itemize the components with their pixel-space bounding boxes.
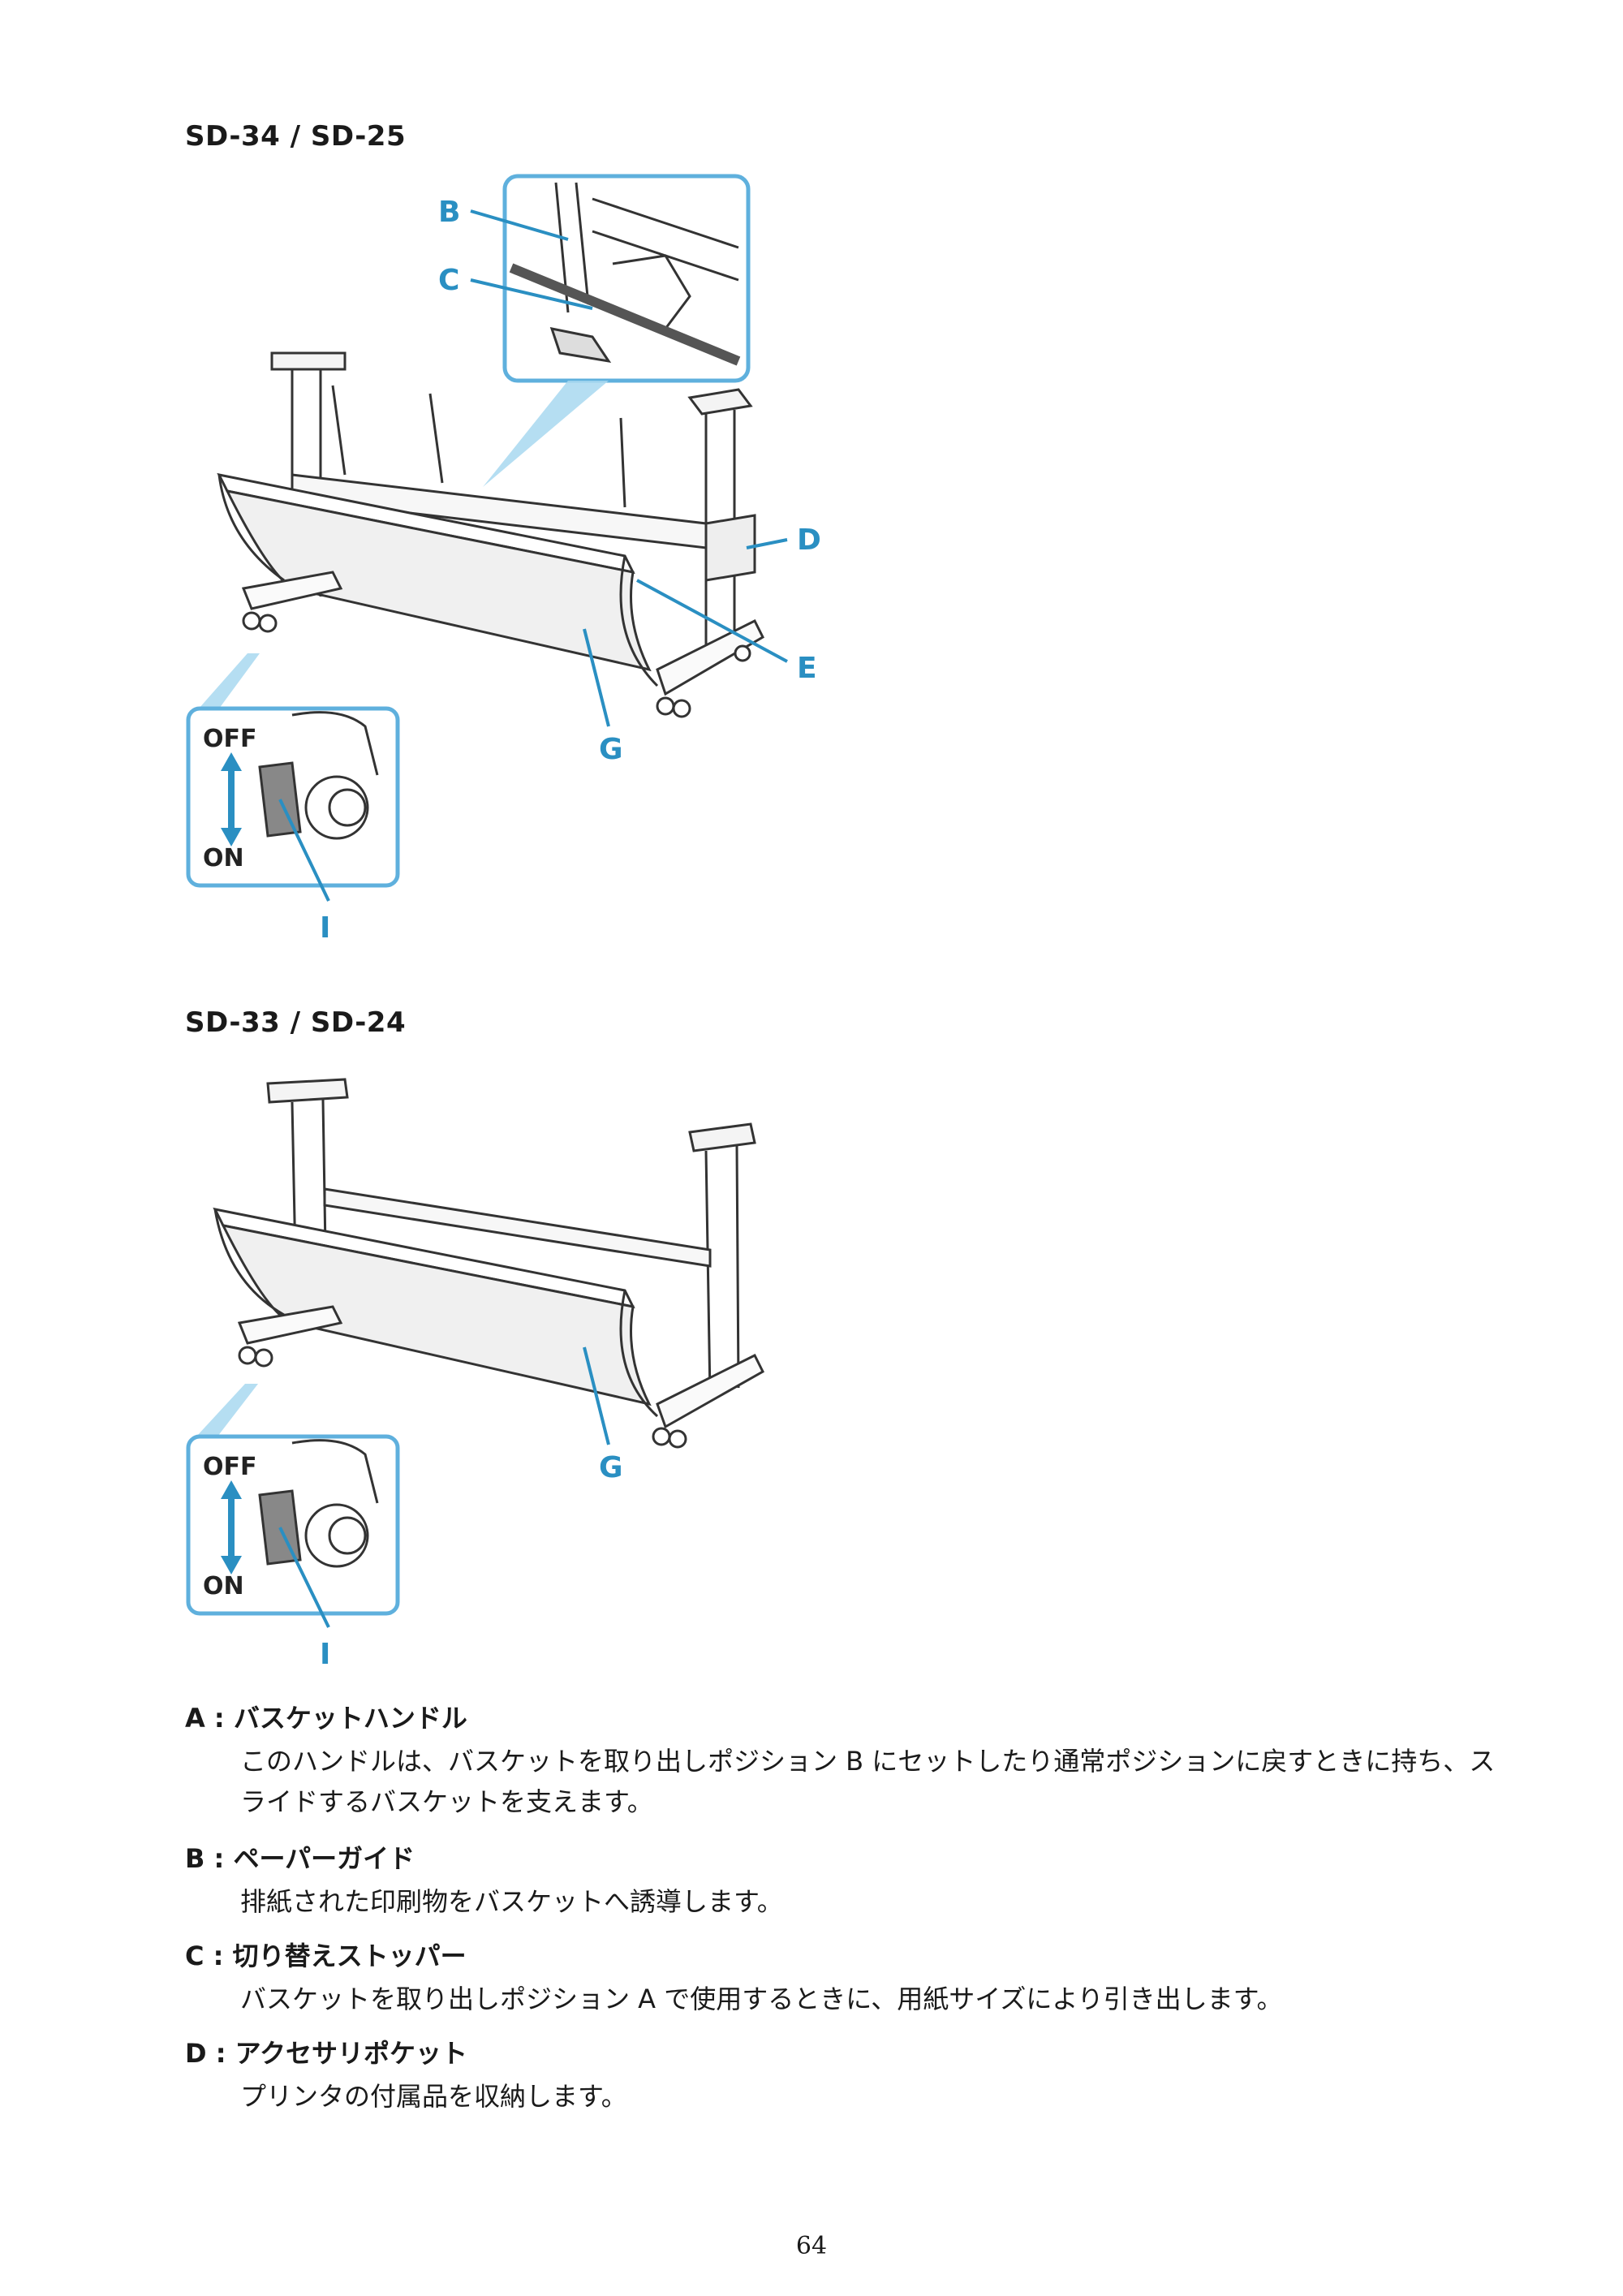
section-title-sd34-sd25: SD-34 / SD-25 [185,120,407,153]
arrow-down-icon-2 [221,1556,242,1574]
part-c: C : 切り替えストッパー バスケットを取り出しポジション A で使用するときに… [185,1938,1500,2019]
callout-d: D [797,523,821,557]
part-d-description: プリンタの付属品を収納します。 [240,2081,627,2112]
arrow-up-icon [221,752,242,771]
arrow-down-icon [221,828,242,846]
part-d: D : アクセサリポケット プリンタの付属品を収納します。 [185,2035,1500,2117]
part-c-description: バスケットを取り出しポジション A で使用するときに、用紙サイズにより引き出しま… [240,1984,1283,2014]
part-c-heading: C : 切り替えストッパー [185,1941,467,1971]
callout-g: G [599,733,623,766]
part-a: A : バスケットハンドル このハンドルは、バスケットを取り出しポジション B … [185,1700,1500,1822]
zoom-inset-paper-guide [502,174,751,383]
switch-on-label-2: ON [203,1572,244,1600]
caster-zoom-pointer [199,653,260,709]
callout-i: I [320,911,330,945]
part-b-description: 排紙された印刷物をバスケットへ誘導します。 [240,1886,783,1917]
page-number: 64 [795,2232,828,2260]
part-d-heading: D : アクセサリポケット [185,2038,468,2069]
stand-illustration-sd34-sd25: B C D E G [186,174,821,945]
section-title-sd33-sd24: SD-33 / SD-24 [185,1006,407,1039]
callout-c: C [438,264,459,297]
part-b: B : ペーパーガイド 排紙された印刷物をバスケットへ誘導します。 [185,1841,1500,1922]
caster-zoom-pointer-2 [196,1384,258,1437]
part-a-heading: A : バスケットハンドル [185,1703,467,1734]
switch-off-label: OFF [203,725,257,753]
switch-on-label: ON [203,844,244,872]
callout-g-2: G [599,1451,623,1484]
part-a-description: このハンドルは、バスケットを取り出しポジション B にセットしたり通常ポジション… [240,1746,1496,1817]
callout-i-2: I [320,1638,330,1671]
switch-off-label-2: OFF [203,1453,257,1481]
stand-illustration-sd33-sd24: G OFF ON I [186,1078,764,1671]
callout-e: E [797,652,817,685]
arrow-up-icon-2 [221,1480,242,1499]
callout-b: B [438,196,460,229]
zoom-pointer [483,381,609,487]
part-b-heading: B : ペーパーガイド [185,1843,415,1874]
